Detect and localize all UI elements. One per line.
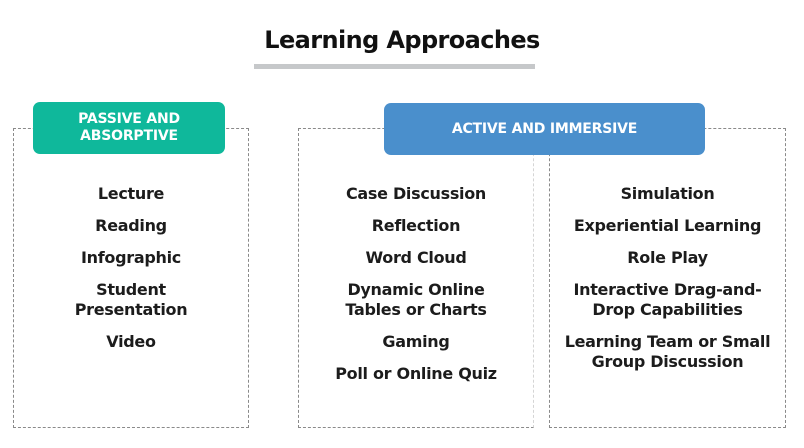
list-item: Infographic bbox=[13, 248, 249, 268]
list-item: Word Cloud bbox=[298, 248, 534, 268]
list-item: Role Play bbox=[549, 248, 786, 268]
diagram-title: Learning Approaches bbox=[264, 26, 540, 54]
list-item: Video bbox=[13, 332, 249, 352]
list-item: Interactive Drag-and-Drop Capabilities bbox=[549, 280, 786, 320]
passive-badge-line2: ABSORPTIVE bbox=[80, 128, 178, 144]
item-text: Student bbox=[96, 280, 166, 299]
item-text: Word Cloud bbox=[365, 248, 467, 267]
item-text: Infographic bbox=[81, 248, 181, 267]
passive-badge: PASSIVE AND ABSORPTIVE bbox=[33, 102, 225, 154]
item-text: Group Discussion bbox=[591, 352, 744, 371]
item-text: Drop Capabilities bbox=[592, 300, 743, 319]
active-list-col1: Case Discussion Reflection Word Cloud Dy… bbox=[298, 184, 534, 396]
item-text: Tables or Charts bbox=[345, 300, 487, 319]
item-text: Case Discussion bbox=[345, 184, 487, 203]
item-text: Dynamic Online bbox=[347, 280, 485, 299]
list-item: Reflection bbox=[298, 216, 534, 236]
list-item: Simulation bbox=[549, 184, 786, 204]
item-text: Interactive Drag-and- bbox=[573, 280, 762, 299]
item-text: Simulation bbox=[620, 184, 715, 203]
list-item: Gaming bbox=[298, 332, 534, 352]
active-list-col2: Simulation Experiential Learning Role Pl… bbox=[549, 184, 786, 384]
list-item: Case Discussion bbox=[298, 184, 534, 204]
item-text: Reading bbox=[95, 216, 167, 235]
item-text: Learning Team or Small bbox=[564, 332, 771, 351]
item-text: Presentation bbox=[74, 300, 188, 319]
item-text: Role Play bbox=[627, 248, 708, 267]
title-underline bbox=[254, 64, 535, 69]
item-text: Reflection bbox=[371, 216, 461, 235]
active-badge-label: ACTIVE AND IMMERSIVE bbox=[451, 120, 638, 137]
item-text: Poll or Online Quiz bbox=[335, 364, 497, 383]
item-text: Gaming bbox=[382, 332, 450, 351]
active-badge: ACTIVE AND IMMERSIVE bbox=[384, 103, 705, 155]
list-item: Lecture bbox=[13, 184, 249, 204]
passive-badge-line1: PASSIVE AND bbox=[78, 111, 180, 127]
item-text: Video bbox=[106, 332, 156, 351]
item-text: Lecture bbox=[97, 184, 165, 203]
item-text: Experiential Learning bbox=[573, 216, 762, 235]
list-item: Reading bbox=[13, 216, 249, 236]
list-item: Poll or Online Quiz bbox=[298, 364, 534, 384]
list-item: Experiential Learning bbox=[549, 216, 786, 236]
